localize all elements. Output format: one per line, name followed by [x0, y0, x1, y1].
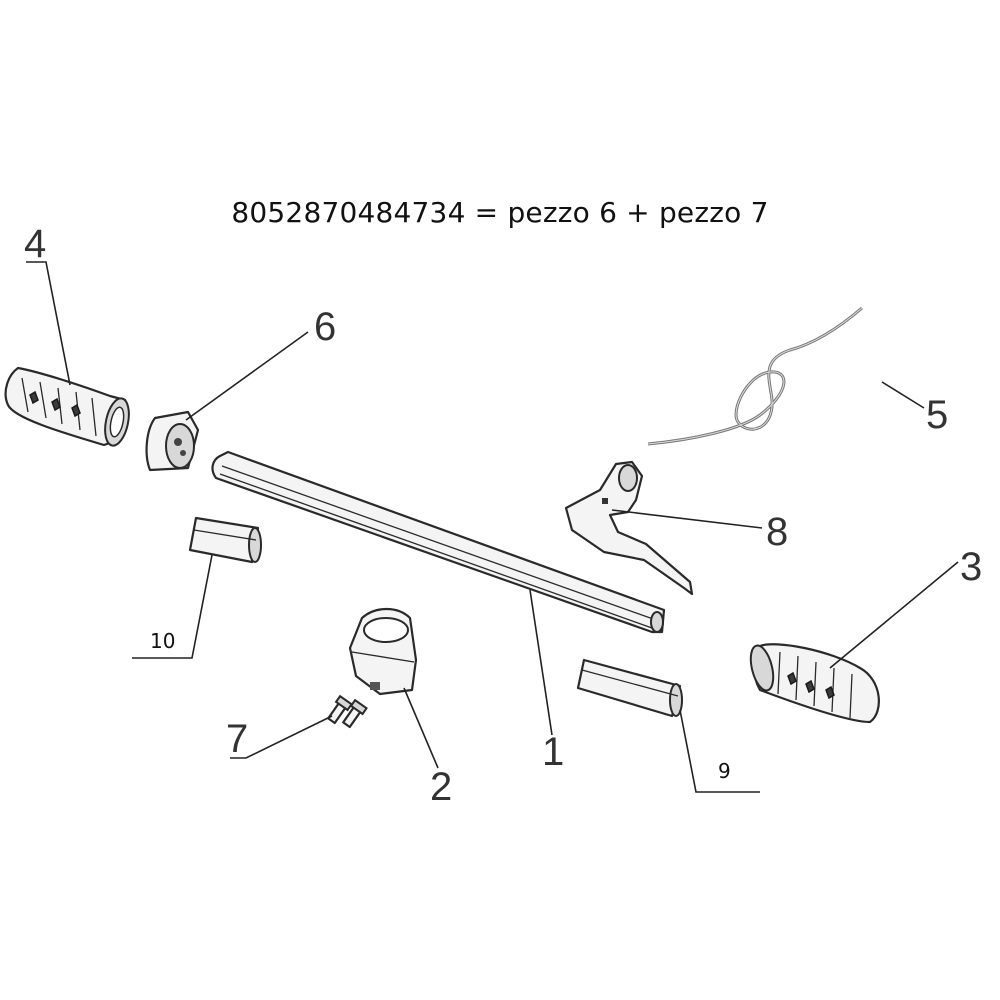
label-8: 8	[611, 509, 788, 554]
part-2-handlebar-clamp	[348, 607, 418, 696]
part-9-right-sleeve	[576, 658, 683, 718]
label-2: 2	[403, 687, 452, 809]
svg-text:2: 2	[430, 765, 452, 809]
part-3-right-grip	[749, 643, 880, 724]
part-4-left-grip	[4, 366, 130, 447]
svg-text:7: 7	[226, 717, 248, 761]
svg-text:9: 9	[718, 759, 731, 783]
svg-text:4: 4	[24, 222, 46, 266]
part-1-handlebar-tube	[211, 450, 666, 634]
label-10: 10	[132, 554, 213, 659]
label-3: 3	[829, 545, 982, 669]
part-5-brake-cable	[647, 306, 863, 446]
svg-text:8: 8	[766, 510, 788, 554]
svg-text:10: 10	[150, 629, 175, 653]
part-6-throttle-housing	[145, 410, 200, 472]
label-9: 9	[679, 709, 760, 793]
label-1: 1	[529, 589, 564, 774]
part-code-caption: 8052870484734 = pezzo 6 + pezzo 7	[231, 196, 769, 229]
svg-text:1: 1	[542, 730, 564, 774]
label-7: 7	[226, 715, 333, 761]
svg-text:3: 3	[960, 545, 982, 589]
label-5: 5	[881, 381, 948, 437]
svg-text:5: 5	[926, 393, 948, 437]
part-10-left-sleeve	[188, 516, 262, 564]
part-7-screws	[327, 694, 368, 729]
svg-text:6: 6	[314, 305, 336, 349]
part-8-brake-lever	[564, 460, 694, 596]
label-4: 4	[24, 222, 71, 386]
label-6: 6	[185, 305, 336, 421]
